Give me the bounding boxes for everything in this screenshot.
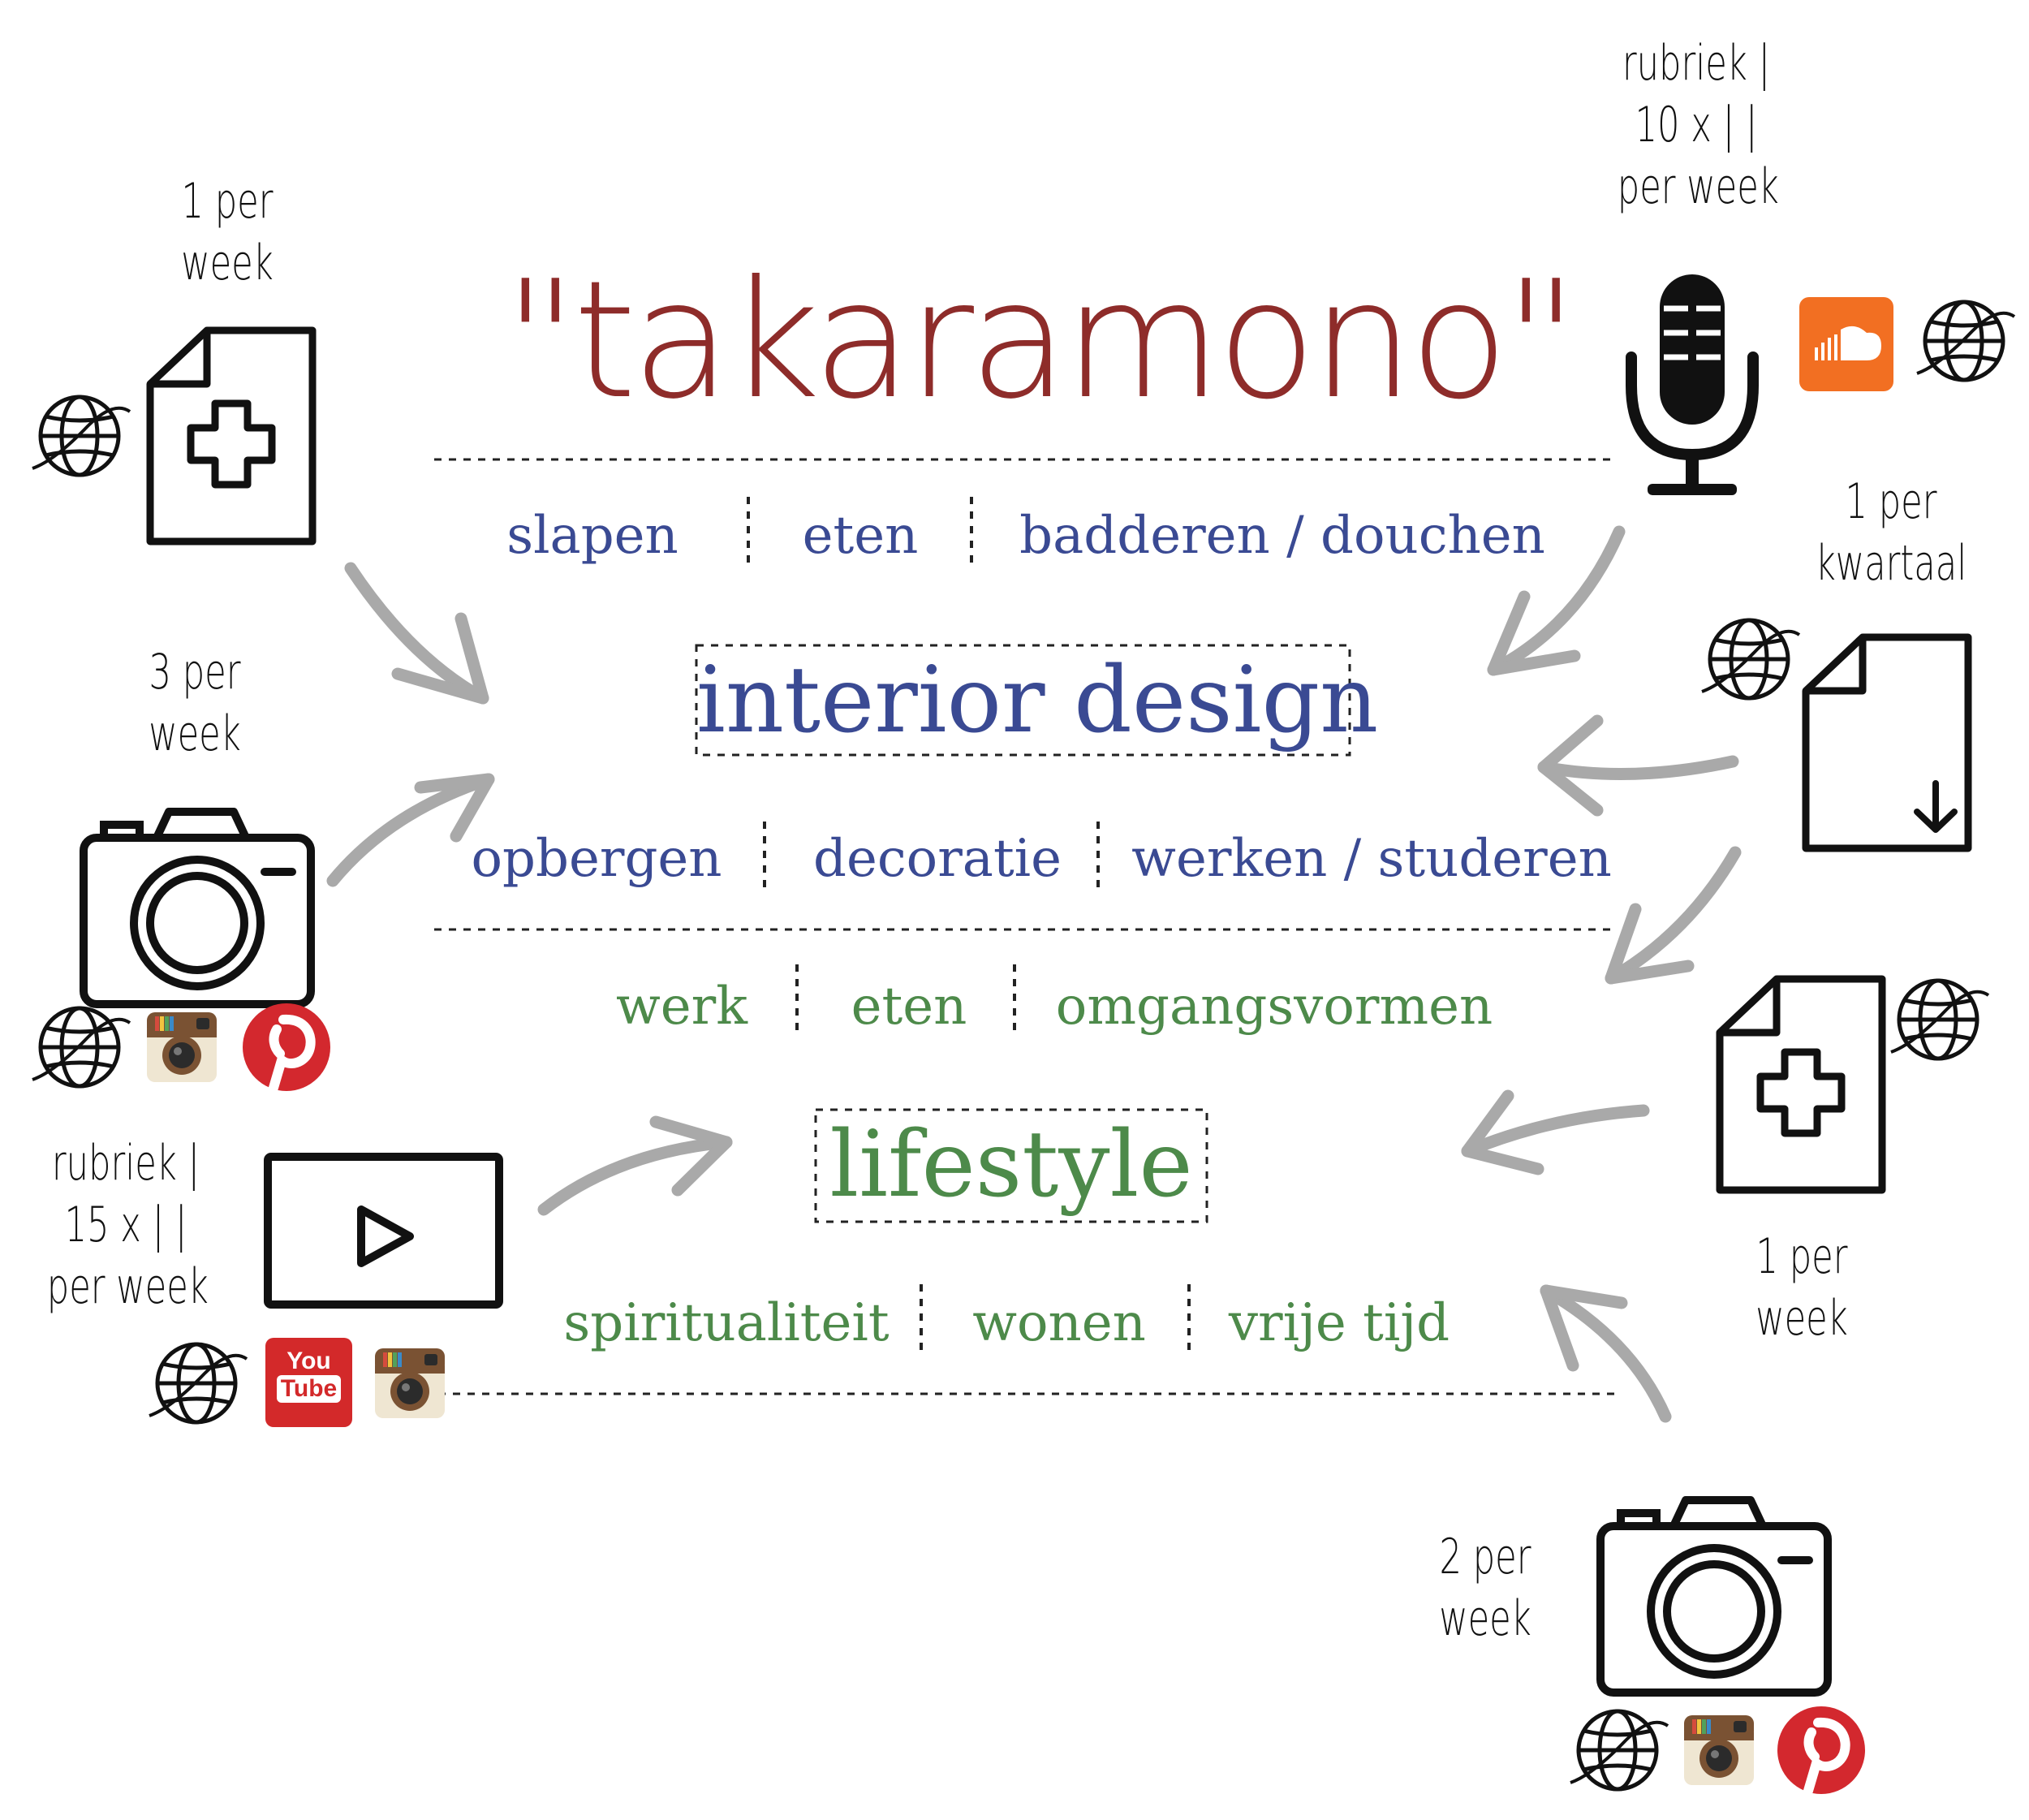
youtube-wordmark-tube: Tube (277, 1375, 341, 1403)
globe-icon (1891, 981, 1988, 1059)
pinterest-icon (1777, 1706, 1865, 1794)
instagram-icon (375, 1348, 445, 1418)
note-line: 10 x | | (1635, 97, 1758, 153)
document-plus-icon (150, 291, 312, 541)
lifestyle-top-category-1: werk (615, 977, 748, 1037)
flow-arrows (326, 525, 1742, 1423)
interior-heading-box (695, 644, 1351, 757)
note-article-right: 1 per week (1725, 1226, 1877, 1349)
document-plus-icon (1720, 940, 1882, 1190)
camera-icon (84, 812, 311, 1004)
instagram-icon (1684, 1715, 1754, 1785)
note-photo-left: 3 per week (118, 641, 270, 765)
globe-icon (32, 1008, 130, 1086)
note-line: 3 per (149, 644, 241, 701)
note-video-left: rubriek | 15 x | | per week (46, 1132, 209, 1318)
camera-icon (1600, 1500, 1828, 1693)
arrow-video-to-lifestyle (537, 1136, 733, 1216)
note-line: rubriek | (51, 1135, 200, 1192)
document-download-icon (1802, 633, 1972, 852)
note-line: kwartaal (1815, 535, 1967, 592)
globe-icon (1702, 620, 1799, 698)
interior-bottom-category-1: opbergen (471, 829, 722, 889)
video-play-icon (264, 1153, 503, 1309)
category-separators (747, 497, 1191, 1356)
note-line: rubriek | (1622, 35, 1771, 92)
interior-top-category-2: eten (802, 506, 919, 566)
note-line: 1 per (1755, 1228, 1848, 1285)
interior-bottom-category-3: werken / studeren (1131, 829, 1612, 889)
globe-icon (149, 1344, 247, 1422)
interior-design-heading: interior design (696, 648, 1379, 753)
note-line: 15 x | | (64, 1197, 187, 1253)
lifestyle-heading: lifestyle (829, 1112, 1193, 1218)
globe-icon (1917, 302, 2014, 380)
arrow-article-to-lifestyle (1461, 1104, 1650, 1158)
youtube-wordmark-you: You (286, 1348, 331, 1374)
arrow-podcast-to-interior (1487, 525, 1626, 676)
lifestyle-bottom-category-2: wonen (972, 1293, 1146, 1353)
interior-top-category-1: slapen (506, 506, 678, 566)
arrow-photo-to-lifestyle (1540, 1284, 1672, 1423)
note-line: per week (1617, 158, 1779, 215)
note-line: week (1439, 1590, 1531, 1647)
lifestyle-bottom-category-3: vrije tijd (1228, 1293, 1450, 1353)
lifestyle-bottom-category-1: spiritualiteit (563, 1293, 890, 1353)
lifestyle-top-category-2: eten (851, 977, 967, 1037)
interior-bottom-category-2: decoratie (812, 829, 1062, 889)
lifestyle-heading-box (814, 1108, 1208, 1223)
lifestyle-top-category-3: omgangsvormen (1055, 977, 1493, 1037)
note-line: 2 per (1439, 1529, 1531, 1585)
youtube-wordmark: You Tube (265, 1348, 352, 1403)
diagram-title: "takaramono" (503, 246, 1579, 435)
arrow-download-to-interior (1537, 755, 1739, 781)
instagram-icon (147, 1012, 217, 1082)
note-podcast-top-right: rubriek | 10 x | | per week (1617, 32, 1779, 218)
globe-icon (1570, 1711, 1668, 1789)
soundcloud-icon (1799, 297, 1893, 391)
note-line: week (1755, 1290, 1848, 1347)
pinterest-icon (243, 1003, 330, 1091)
microphone-icon (1626, 274, 1759, 495)
arrow-download-to-middle (1605, 846, 1742, 985)
note-line: 1 per (1845, 473, 1937, 530)
note-photo-bottom-right: 2 per week (1409, 1526, 1561, 1650)
globe-icon (32, 397, 130, 475)
note-article-top-left: 1 per week (151, 170, 303, 294)
note-line: 1 per (181, 173, 274, 230)
note-line: per week (46, 1258, 209, 1315)
note-download-right: 1 per kwartaal (1815, 471, 1967, 594)
interior-top-category-3: badderen / douchen (1019, 506, 1545, 566)
note-line: week (149, 705, 241, 762)
note-line: week (181, 235, 274, 291)
